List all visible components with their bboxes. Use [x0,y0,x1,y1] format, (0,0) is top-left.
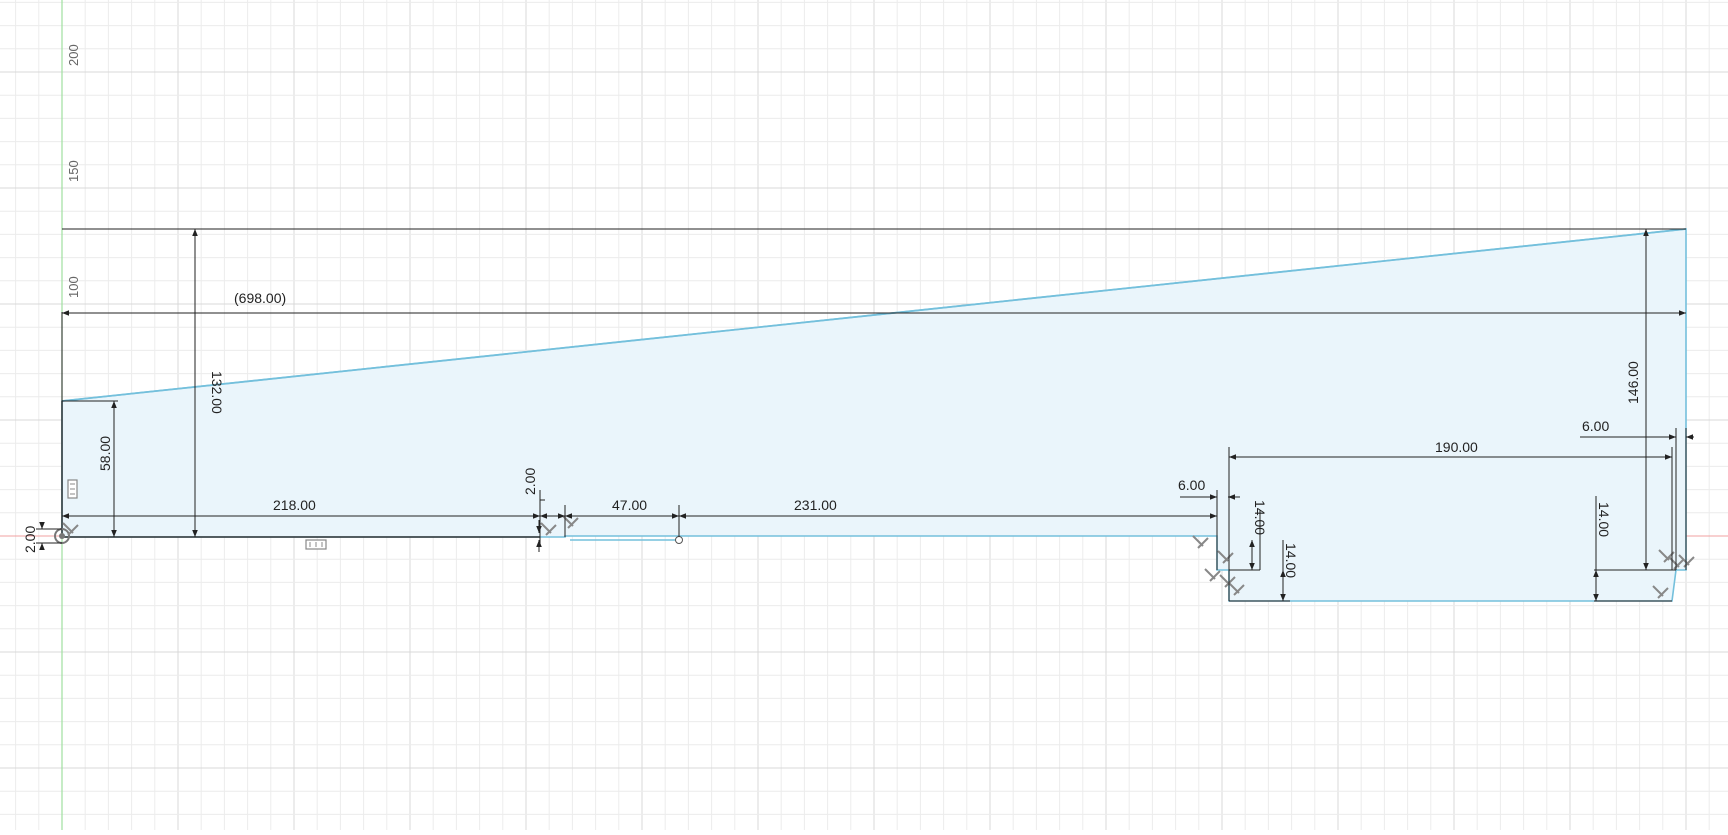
dimension-gap-length[interactable]: 47.00 [612,497,647,513]
dimension-top-height[interactable]: 132.00 [209,371,225,414]
perpendicular-constraint-icon[interactable] [1219,574,1236,588]
dimension-left-notch-width[interactable]: 6.00 [1178,477,1205,493]
perpendicular-constraint-icon[interactable] [62,522,79,536]
ruler-tick-150: 150 [66,160,81,182]
perpendicular-constraint-icon[interactable] [1652,585,1669,599]
constraint-horizontal-icon[interactable] [67,479,78,499]
dimension-pocket-depth-right[interactable]: 14.00 [1596,502,1612,537]
dimension-bottom-left-length[interactable]: 218.00 [273,497,316,513]
constraint-vertical-icon[interactable] [305,539,327,550]
dimension-origin-offset[interactable]: 2.00 [22,526,38,553]
perpendicular-constraint-icon[interactable] [1228,582,1245,596]
perpendicular-constraint-icon[interactable] [1204,568,1221,582]
dimension-right-height[interactable]: 146.00 [1625,361,1641,404]
dimension-layer [36,228,1694,602]
ruler-tick-100: 100 [66,276,81,298]
dimension-pocket-length[interactable]: 190.00 [1435,439,1478,455]
dimension-overall-length[interactable]: (698.00) [234,290,286,306]
perpendicular-constraint-icon[interactable] [1192,535,1209,549]
dimension-middle-length[interactable]: 231.00 [794,497,837,513]
dimension-step-height[interactable]: 2.00 [522,468,538,495]
perpendicular-constraint-icon[interactable] [540,522,557,536]
dimension-pocket-depth-inner[interactable]: 14.00 [1283,543,1299,578]
ruler-tick-200: 200 [66,44,81,66]
dimension-pocket-depth-left[interactable]: 14.00 [1252,500,1268,535]
dimension-left-height[interactable]: 58.00 [97,436,113,471]
sketch-point-endpoint[interactable] [675,536,683,544]
dimension-labels: (698.00) 132.00 58.00 146.00 218.00 2.00… [22,290,1641,578]
constraint-perpendicular-icons [62,515,1695,599]
perpendicular-constraint-icon[interactable] [1217,550,1234,564]
dimension-right-notch-width[interactable]: 6.00 [1582,418,1609,434]
